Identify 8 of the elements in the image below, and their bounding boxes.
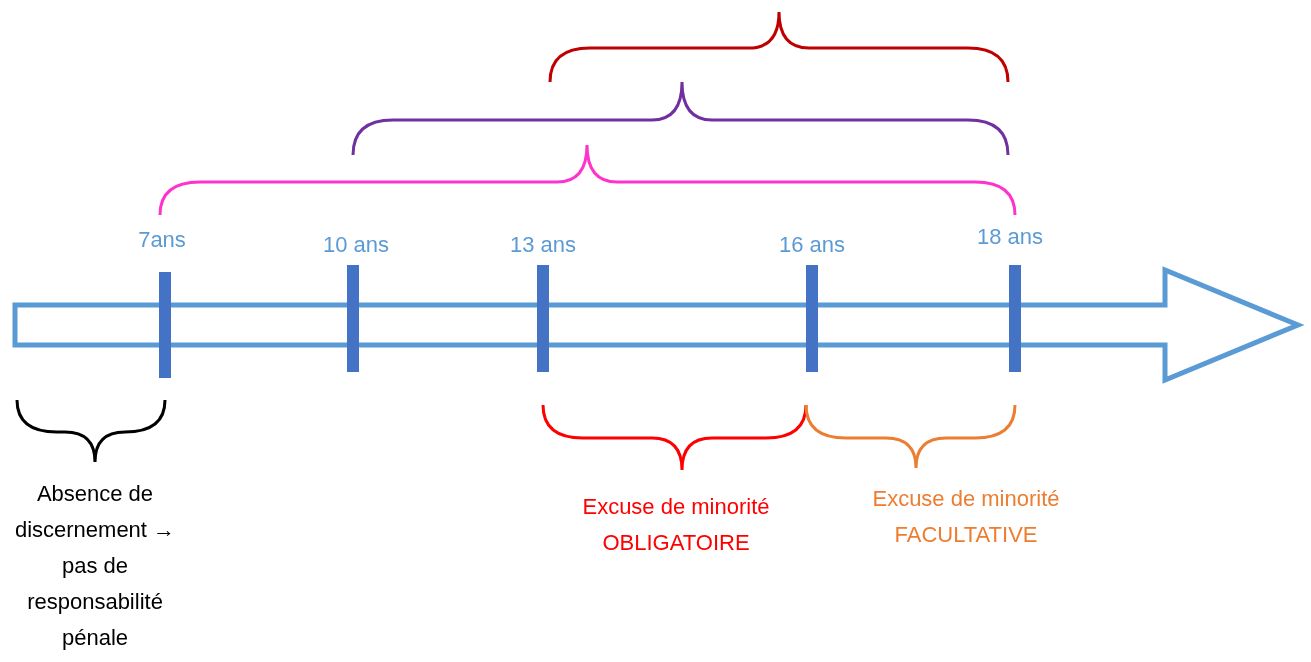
brace-caption: Excuse de minorité FACULTATIVE bbox=[871, 485, 1061, 549]
brace-caption: Excuse de minorité OBLIGATOIRE bbox=[581, 493, 771, 557]
age-label: 13 ans bbox=[508, 231, 578, 259]
age-label: 10 ans bbox=[321, 231, 391, 259]
age-label: 7ans bbox=[137, 226, 187, 254]
age-label: 16 ans bbox=[777, 231, 847, 259]
brace-caption: Absence de discernement → pas de responsabilité pénale bbox=[13, 480, 177, 652]
age-label: 18 ans bbox=[975, 223, 1045, 251]
